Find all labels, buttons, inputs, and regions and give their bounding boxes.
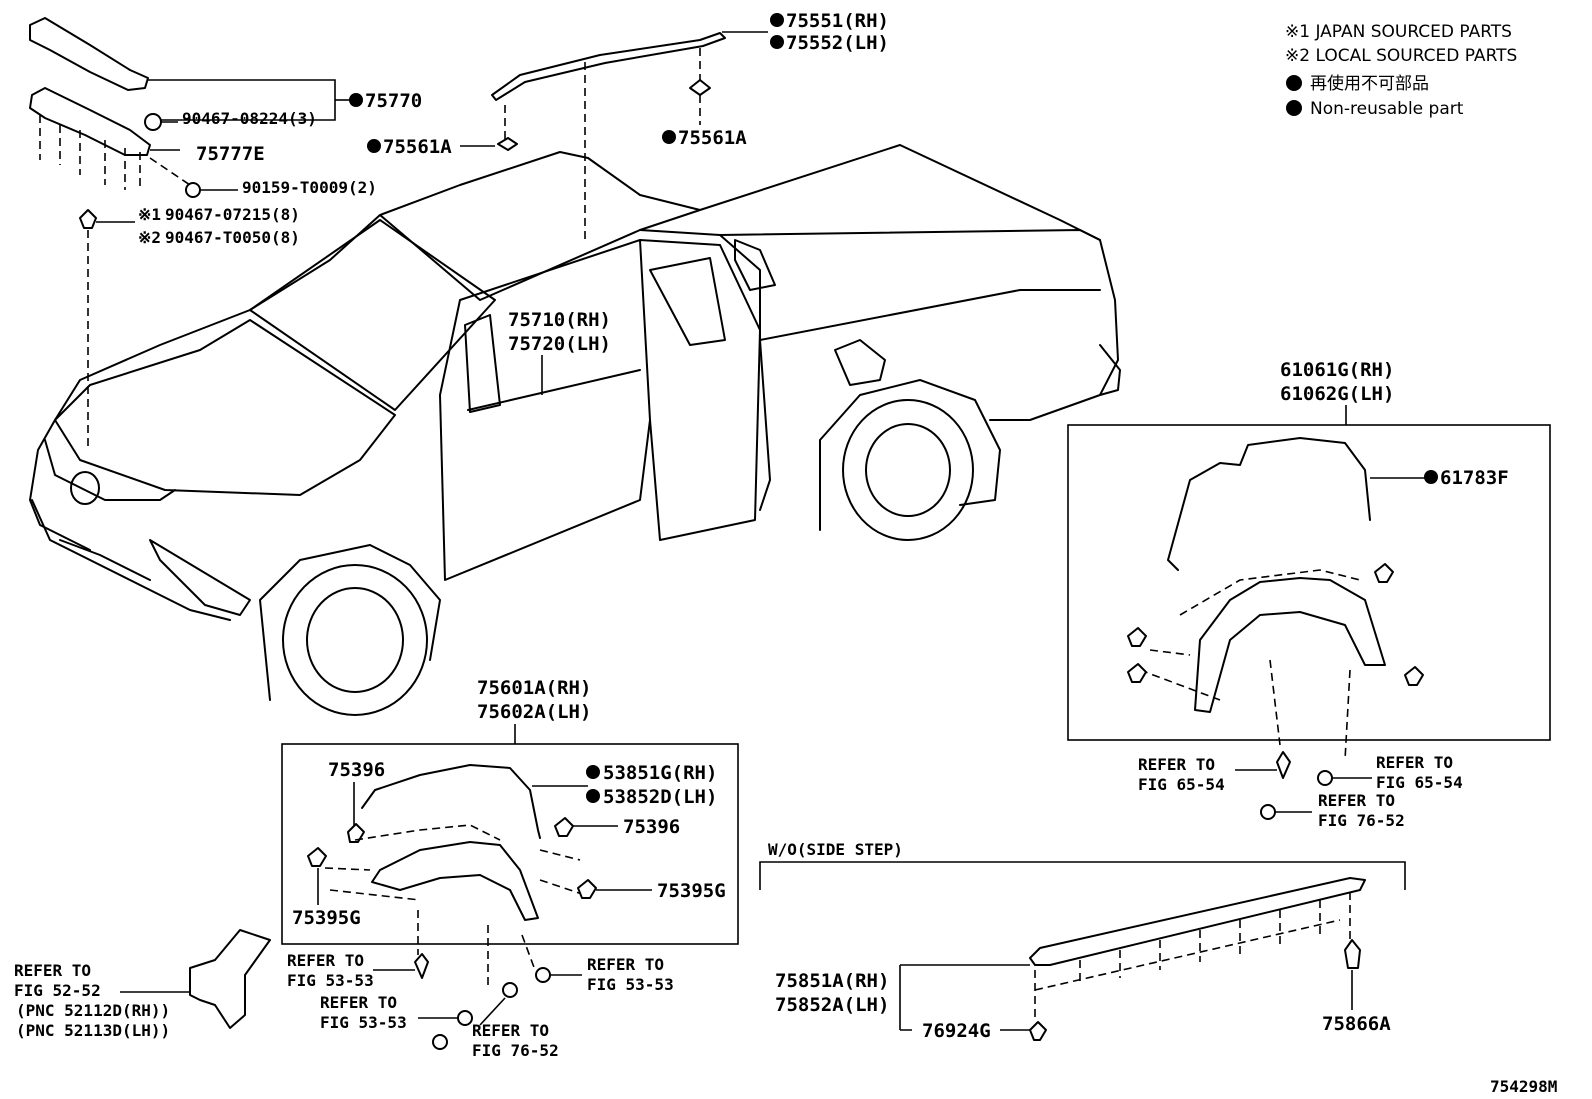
non-reusable-dot-icon [1286, 75, 1302, 91]
fender-seal-part [361, 764, 541, 839]
clip-icon [144, 113, 162, 131]
label-76924G: 76924G [922, 1020, 991, 1042]
clip-icon [1404, 666, 1424, 686]
label-75396-a: 75396 [328, 759, 385, 781]
label-75561A-right: 75561A [678, 127, 747, 149]
clip-icon [1317, 770, 1333, 786]
label-53851G: 53851G(RH) [603, 762, 717, 784]
label-61061G: 61061G(RH) [1280, 359, 1394, 381]
label-53852D: 53852D(LH) [603, 786, 717, 808]
mudguard-reference: REFER TO FIG 52-52 (PNC 52112D(RH)) (PNC… [14, 929, 271, 1040]
clip-icon [1127, 627, 1147, 647]
label-90467-08224: 90467-08224(3) [182, 109, 317, 128]
mudguard-part [189, 929, 271, 1029]
clip-icon [1374, 563, 1394, 583]
label-refer-65-54-b2: FIG 65-54 [1376, 773, 1463, 792]
label-75720: 75720(LH) [508, 333, 611, 355]
clip-icon [689, 79, 711, 96]
label-75770: 75770 [365, 90, 422, 112]
label-90467-07215: 90467-07215(8) [165, 205, 300, 224]
label-refer-65-54-a2: FIG 65-54 [1138, 775, 1225, 794]
clip-icon [497, 137, 518, 151]
rear-fender-box [1067, 424, 1551, 741]
rocker-molding-part [1029, 877, 1366, 966]
screw-icon [1276, 751, 1291, 779]
label-75601A: 75601A(RH) [477, 677, 591, 699]
label-75602A: 75602A(LH) [477, 701, 591, 723]
label-refer-65-54-a1: REFER TO [1138, 755, 1215, 774]
label-61062G: 61062G(LH) [1280, 383, 1394, 405]
label-refer-76-52-b2: FIG 76-52 [472, 1041, 559, 1060]
label-75395G-a: 75395G [292, 907, 361, 929]
front-fender-group: 75601A(RH) 75602A(LH) 75396 53851G(RH) 5… [281, 677, 739, 1060]
label-90159: 90159-T0009(2) [242, 178, 377, 197]
screw-icon [185, 182, 201, 198]
screw-icon [502, 982, 518, 998]
clip-icon [1029, 1021, 1047, 1041]
label-pnc-rh: (PNC 52112D(RH)) [16, 1001, 170, 1020]
label-75561A-left: 75561A [383, 136, 452, 158]
fender-seal-part [1167, 437, 1371, 571]
label-refer-53-53-a1: REFER TO [287, 951, 364, 970]
legend-japan-sourced: ※1 JAPAN SOURCED PARTS [1285, 22, 1512, 42]
roof-molding-part: 75551(RH) 75552(LH) 75561A 75561A [367, 10, 889, 240]
clip-icon [79, 209, 97, 229]
label-refer-53-53-a2: FIG 53-53 [287, 971, 374, 990]
screw-icon [414, 953, 429, 979]
mark-note2: ※2 [138, 228, 161, 247]
label-refer-52-52-2: FIG 52-52 [14, 981, 101, 1000]
screw-icon [432, 1034, 448, 1050]
hood-protector-part [29, 87, 151, 156]
clip-icon [577, 879, 597, 899]
clip-icon [1127, 663, 1147, 683]
clip-icon [535, 967, 551, 983]
door-molding-group: 75710(RH) 75720(LH) [508, 309, 611, 395]
rocker-molding-group: W/O(SIDE STEP) 75851A(RH) 75852A(LH) 769… [759, 840, 1406, 1042]
label-wo-side-step: W/O(SIDE STEP) [768, 840, 903, 859]
legend: ※1 JAPAN SOURCED PARTS ※2 LOCAL SOURCED … [1285, 22, 1517, 119]
truck-illustration [29, 144, 1121, 716]
bolt-icon [1344, 939, 1361, 969]
label-75851A: 75851A(RH) [775, 970, 889, 992]
screw-icon [1260, 804, 1276, 820]
legend-local-sourced: ※2 LOCAL SOURCED PARTS [1285, 46, 1517, 66]
clip-icon [347, 823, 365, 843]
front-fender-box [281, 743, 739, 945]
clip-icon [457, 1010, 473, 1026]
label-75551: 75551(RH) [786, 10, 889, 32]
hood-molding-group: 75770 90467-08224(3) 75777E 90159-T0009(… [29, 17, 422, 450]
legend-nonreusable-en: Non-reusable part [1310, 99, 1464, 119]
label-75552: 75552(LH) [786, 32, 889, 54]
label-75395G-b: 75395G [657, 880, 726, 902]
label-75866A: 75866A [1322, 1013, 1391, 1035]
figure-id: 754298M [1490, 1077, 1557, 1096]
label-refer-65-54-b1: REFER TO [1376, 753, 1453, 772]
clip-icon [554, 817, 574, 837]
label-75852A: 75852A(LH) [775, 994, 889, 1016]
fender-flare-part [1194, 577, 1386, 713]
fender-flare-part [371, 841, 539, 921]
label-75710: 75710(RH) [508, 309, 611, 331]
label-refer-53-53-c2: FIG 53-53 [587, 975, 674, 994]
label-refer-76-52-b1: REFER TO [472, 1021, 549, 1040]
label-refer-53-53-c1: REFER TO [587, 955, 664, 974]
label-refer-76-52-a1: REFER TO [1318, 791, 1395, 810]
legend-nonreusable-jp: 再使用不可部品 [1310, 73, 1429, 94]
hood-molding-part [29, 17, 149, 91]
label-refer-53-53-b1: REFER TO [320, 993, 397, 1012]
label-refer-53-53-b2: FIG 53-53 [320, 1013, 407, 1032]
label-75396-b: 75396 [623, 816, 680, 838]
clip-icon [307, 847, 327, 867]
label-refer-76-52-a2: FIG 76-52 [1318, 811, 1405, 830]
label-pnc-lh: (PNC 52113D(LH)) [16, 1021, 170, 1040]
mark-note1: ※1 [138, 205, 161, 224]
label-61783F: 61783F [1440, 467, 1509, 489]
label-75777E: 75777E [196, 143, 265, 165]
non-reusable-dot-icon [1286, 100, 1302, 116]
rear-fender-group: 61061G(RH) 61062G(LH) 61783F REFER TO FI… [1067, 359, 1551, 830]
label-refer-52-52-1: REFER TO [14, 961, 91, 980]
label-90467-T0050: 90467-T0050(8) [165, 228, 300, 247]
